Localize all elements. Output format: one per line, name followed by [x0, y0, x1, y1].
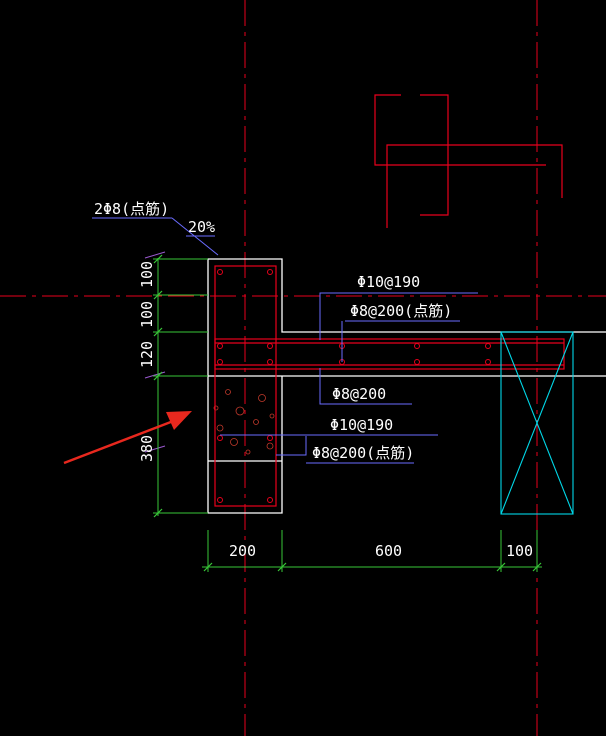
opening-diagonal-2: [500, 331, 574, 515]
dim-tick: [153, 371, 163, 381]
red-bracket-left: [374, 94, 401, 166]
leader-top-bar-1: [319, 292, 478, 340]
dim-tick: [153, 508, 163, 518]
rebar-dot: [267, 359, 273, 365]
leader-stirrup-3: [276, 436, 307, 456]
dimension-ticks: [153, 254, 542, 572]
rebar-dot: [267, 435, 273, 441]
purple-tick: [144, 445, 166, 453]
rebar-dot: [267, 497, 273, 503]
rebar-dot: [414, 359, 420, 365]
label-top-bar-1: Φ10@190: [357, 273, 420, 291]
leader-stirrup-2: [319, 368, 412, 405]
wall-outline: [207, 258, 606, 514]
hatch-dot: [258, 394, 266, 402]
dim-tick: [496, 562, 506, 572]
opening-box: [500, 331, 574, 515]
concrete-outline: [207, 258, 606, 514]
hatch-dot: [266, 442, 274, 450]
dim-vertical-2: 100: [138, 301, 156, 328]
dim-tick: [532, 562, 542, 572]
dim-tick: [277, 562, 287, 572]
label-percent: 20%: [188, 218, 215, 236]
rebar-dot: [217, 497, 223, 503]
label-stirrup-3: Φ8@200(点筋): [312, 444, 414, 462]
hatch-dot: [230, 438, 238, 446]
arrow-shaft: [63, 418, 177, 465]
red-frame: [386, 144, 563, 228]
purple-tick: [144, 251, 166, 259]
concrete-hatch: [213, 389, 275, 455]
dim-tick: [203, 562, 213, 572]
label-corner-bars: 2Φ8(点筋): [94, 200, 169, 218]
dim-horizontal-3: 100: [506, 542, 533, 560]
dim-horizontal-1: 200: [229, 542, 256, 560]
rebar-dot: [485, 359, 491, 365]
dim-vertical-4: 380: [138, 435, 156, 462]
rebar-dot: [217, 343, 223, 349]
dim-tick: [153, 327, 163, 337]
dim-vertical-3: 120: [138, 341, 156, 368]
rebar-dot: [267, 343, 273, 349]
wall-stirrup: [214, 265, 277, 507]
dim-tick: [153, 290, 163, 300]
hatch-dot: [269, 413, 275, 419]
rebar-dot: [217, 269, 223, 275]
hatch-dot: [253, 419, 259, 425]
purple-tick: [144, 371, 166, 379]
red-bracket-right: [420, 94, 449, 216]
label-top-bar-2: Φ10@190: [330, 416, 393, 434]
rebar-dot: [485, 343, 491, 349]
rebar-dot: [414, 343, 420, 349]
dim-tick: [153, 254, 163, 264]
leader-lines: [92, 217, 478, 464]
arrow-head: [166, 411, 192, 430]
dim-vertical-1: 100: [138, 261, 156, 288]
hatch-dot: [235, 406, 245, 416]
rebar-dot: [217, 435, 223, 441]
rebar-dot: [217, 359, 223, 365]
hatch-dot: [213, 405, 219, 411]
hatch-dot: [225, 389, 231, 395]
rebar-dot: [267, 269, 273, 275]
hatch-dot: [216, 424, 224, 432]
cross-box-icon: [500, 331, 574, 515]
hatch-dot: [245, 449, 251, 455]
dimension-lines: [153, 258, 542, 572]
label-stirrup-2: Φ8@200: [332, 385, 386, 403]
red-arrow-icon: [63, 411, 192, 465]
dim-horizontal-2: 600: [375, 542, 402, 560]
upper-red-shapes: [374, 94, 563, 228]
label-stirrup-1: Φ8@200(点筋): [350, 302, 452, 320]
